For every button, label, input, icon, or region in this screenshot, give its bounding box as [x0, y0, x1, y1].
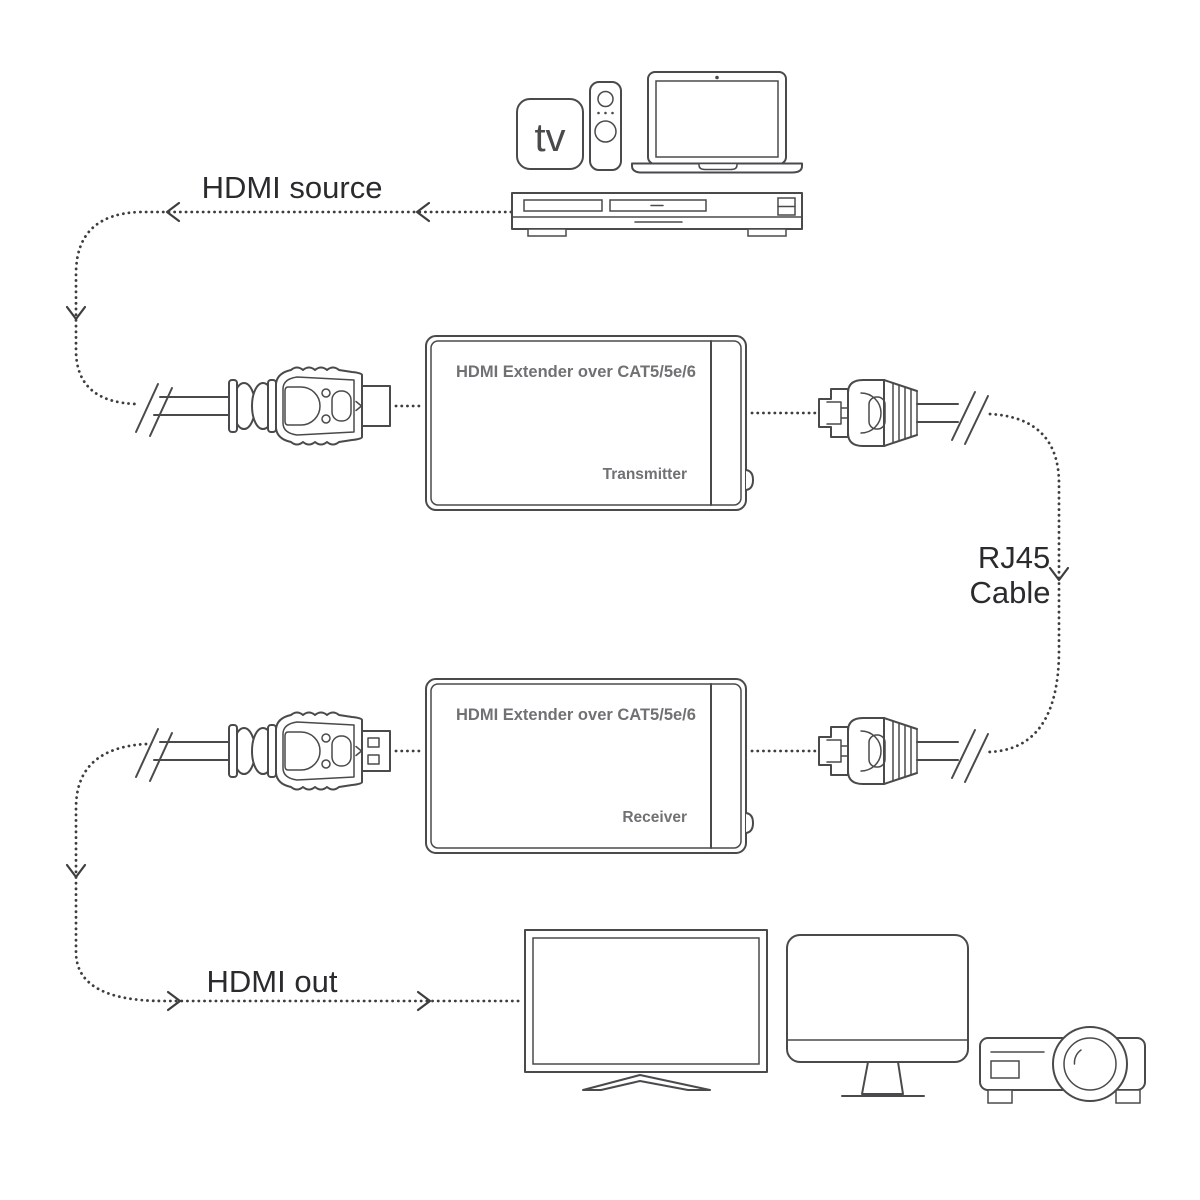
source-devices-group: tv	[511, 71, 803, 237]
transmitter-title: HDMI Extender over CAT5/5e/6	[456, 363, 696, 381]
receiver-role-label: Receiver	[622, 809, 687, 826]
rj45-plug-icon	[818, 717, 989, 785]
receiver-box: HDMI Extender over CAT5/5e/6 Receiver	[425, 678, 754, 854]
transmitter-box: HDMI Extender over CAT5/5e/6 Transmitter	[425, 335, 754, 511]
arrowhead-down	[1048, 566, 1070, 582]
tv-icon	[524, 929, 768, 1091]
hdmi-source-label: HDMI source	[202, 170, 383, 205]
output-devices-group	[524, 929, 1146, 1104]
arrowhead-down	[65, 863, 87, 879]
projector-icon	[979, 1026, 1146, 1104]
remote-icon	[589, 81, 622, 171]
hdmi-plug-icon	[135, 711, 391, 791]
side-tab	[745, 812, 754, 834]
apple-tv-box-icon: tv	[516, 98, 584, 170]
receiver-title: HDMI Extender over CAT5/5e/6	[456, 706, 696, 724]
rj45-cable-label-line1: RJ45	[978, 540, 1050, 575]
arrowhead-left	[415, 201, 431, 223]
arrowhead-down	[65, 305, 87, 321]
apple-tv-label: tv	[534, 116, 565, 160]
rj45-plug-icon	[818, 379, 989, 447]
laptop-icon	[631, 71, 803, 174]
transmitter-role-label: Transmitter	[603, 466, 687, 483]
arrowhead-right	[166, 990, 182, 1012]
desktop-monitor-icon	[786, 934, 969, 1097]
hdmi-out-path	[65, 742, 524, 1012]
side-tab	[745, 469, 754, 491]
rj45-cable-path	[986, 412, 1070, 754]
media-player-icon	[511, 192, 803, 237]
hdmi-out-label: HDMI out	[207, 964, 338, 999]
arrowhead-right	[416, 990, 432, 1012]
hdmi-source-path	[65, 201, 513, 406]
arrowhead-left	[165, 201, 181, 223]
rj45-cable-label-line2: Cable	[970, 575, 1051, 610]
hdmi-plug-icon	[135, 366, 391, 446]
